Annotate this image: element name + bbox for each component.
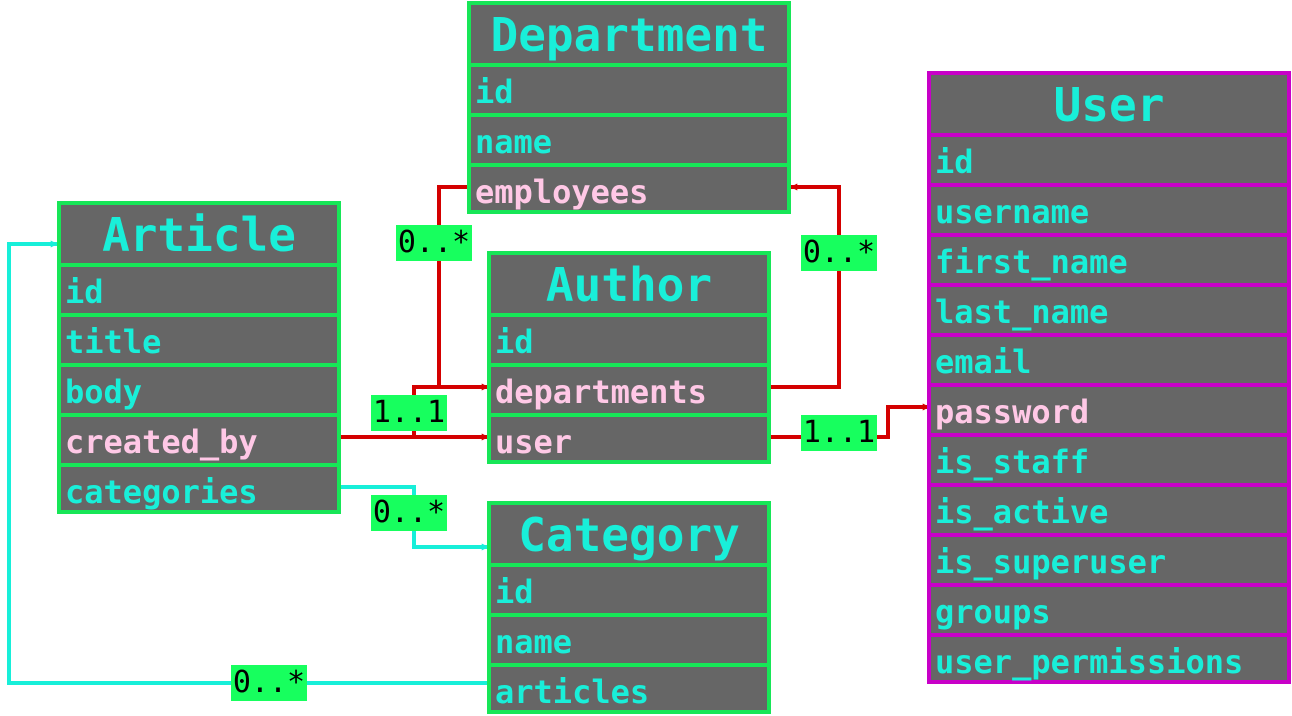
article-field-created-by: created_by	[61, 413, 337, 463]
user-field-username: username	[931, 183, 1287, 233]
user-field-user-permissions: user_permissions	[931, 633, 1287, 683]
department-title: Department	[490, 8, 768, 62]
user-field-is-staff: is_staff	[931, 433, 1287, 483]
author-field-departments: departments	[491, 363, 767, 413]
edge-employees-to-author	[437, 185, 487, 389]
author-field-user: user	[491, 413, 767, 463]
multiplicity-categories: 0..*	[371, 495, 447, 531]
user-field-is-superuser: is_superuser	[931, 533, 1287, 583]
article-field-categories: categories	[61, 463, 337, 513]
author-field-id: id	[491, 313, 767, 363]
multiplicity-departments: 0..*	[801, 235, 877, 271]
multiplicity-created-by: 1..1	[371, 395, 447, 431]
category-field-articles: articles	[491, 663, 767, 713]
article-field-body: body	[61, 363, 337, 413]
user-field-is-active: is_active	[931, 483, 1287, 533]
category-field-id: id	[491, 563, 767, 613]
department-field-id: id	[471, 63, 787, 113]
user-field-email: email	[931, 333, 1287, 383]
article-field-id: id	[61, 263, 337, 313]
edge-departments-to-department	[771, 185, 841, 389]
department-field-name: name	[471, 113, 787, 163]
user-field-groups: groups	[931, 583, 1287, 633]
multiplicity-articles: 0..*	[231, 665, 307, 701]
multiplicity-employees: 0..*	[396, 225, 472, 261]
category-field-name: name	[491, 613, 767, 663]
article-field-title: title	[61, 313, 337, 363]
department-entity: Department id name employees	[467, 1, 791, 214]
article-entity: Article id title body created_by categor…	[57, 201, 341, 514]
user-field-id: id	[931, 133, 1287, 183]
category-entity: Category id name articles	[487, 501, 771, 714]
user-entity: User id username first_name last_name em…	[927, 71, 1291, 684]
multiplicity-user: 1..1	[801, 415, 877, 451]
department-field-employees: employees	[471, 163, 787, 213]
user-field-password: password	[931, 383, 1287, 433]
user-field-last-name: last_name	[931, 283, 1287, 333]
article-title: Article	[102, 208, 296, 262]
category-title: Category	[518, 508, 740, 562]
user-field-first-name: first_name	[931, 233, 1287, 283]
user-title: User	[1053, 78, 1165, 132]
author-title: Author	[545, 258, 713, 312]
author-entity: Author id departments user	[487, 251, 771, 464]
